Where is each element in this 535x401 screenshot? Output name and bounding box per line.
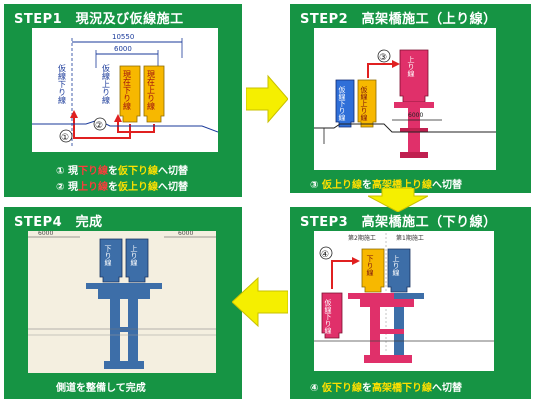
step3-panel: STEP3 高架橋施工（下り線） 第2期施工 第1期施工 下り線 上り線 仮線下… — [290, 207, 531, 399]
step3-caption-part: 仮下り線 — [321, 383, 362, 394]
step1-caption-1-part: 下り線 — [77, 166, 108, 177]
step2-label-temp-down: 仮線下り線 — [338, 85, 346, 121]
step1-marker-1: ① — [61, 133, 69, 143]
step2-caption-part: 仮上り線 — [321, 180, 362, 191]
step1-diagram: 10550 6000 仮線下り線 仮線上り線 現在下り線 現在上り線 ① ② — [32, 33, 219, 146]
step4-title: STEP4 完成 — [14, 215, 103, 230]
step4-label-up: 上り線 — [130, 244, 138, 266]
step3-label-temp-down: 仮線下り線 — [324, 298, 332, 334]
step2-label-up: 上り線 — [407, 55, 415, 77]
step1-caption-1: ① 現下り線を仮下り線へ切替 — [56, 162, 188, 177]
step1-caption-2-part: へ切替 — [157, 182, 188, 193]
step3-caption-4: ④ 仮下り線を高架橋下り線へ切替 — [310, 379, 462, 394]
step3-marker-4: ④ — [321, 250, 329, 260]
step2-diagram: 上り線 仮線下り線 仮線上り線 ③ 6000 — [314, 49, 496, 158]
arrow-right — [246, 74, 288, 124]
step2-marker-3: ③ — [379, 53, 387, 63]
step1-label-cur-down: 現在下り線 — [123, 70, 132, 110]
step3-drawing: 第2期施工 第1期施工 下り線 上り線 仮線下り線 ④ — [314, 231, 494, 371]
step3-caption-4-num: ④ — [310, 383, 319, 394]
step2-panel: STEP2 高架橋施工（上り線） 上り線 仮線下り線 仮線上り線 ③ 6000 — [290, 4, 531, 193]
step1-title: STEP1 現況及び仮線施工 — [14, 12, 184, 27]
step1-dim-10550: 10550 — [112, 33, 134, 41]
arrow-left — [232, 276, 288, 328]
step1-caption-2-part: 現 — [67, 182, 78, 193]
step2-caption-3-num: ③ — [310, 180, 319, 191]
step4-caption: 側道を整備して完成 — [56, 383, 146, 394]
step2-drawing: 上り線 仮線下り線 仮線上り線 ③ 6000 — [314, 28, 496, 170]
step1-caption-2-part: 上り線 — [77, 182, 108, 193]
step1-label-temp-down: 仮線下り線 — [58, 63, 67, 104]
step1-caption-2: ② 現上り線を仮上り線へ切替 — [56, 178, 188, 193]
step3-title: STEP3 高架橋施工（下り線） — [300, 215, 497, 230]
step1-caption-2-num: ② — [56, 182, 65, 193]
step1-caption-2-part: を — [107, 182, 118, 193]
step4-diagram: 6000 6000 下り線 上り線 — [28, 230, 216, 369]
step1-caption-1-num: ① — [56, 166, 65, 177]
step2-title: STEP2 高架橋施工（上り線） — [300, 12, 497, 27]
step1-caption-2-part: 仮上り線 — [117, 182, 158, 193]
step2-dim-6000: 6000 — [408, 112, 423, 119]
step3-label-down: 下り線 — [366, 255, 374, 276]
step4-drawing: 6000 6000 下り線 上り線 — [28, 230, 216, 373]
step1-caption-1-part: 仮下り線 — [117, 166, 158, 177]
step1-label-cur-up: 現在上り線 — [147, 70, 156, 110]
step3-header-phase1: 第1期施工 — [396, 234, 424, 242]
step3-caption-part: へ切替 — [431, 383, 462, 394]
step3-diagram: 第2期施工 第1期施工 下り線 上り線 仮線下り線 ④ — [314, 233, 494, 363]
step2-label-temp-up: 仮線上り線 — [360, 85, 368, 121]
step3-header-phase2: 第2期施工 — [348, 234, 376, 242]
step2-caption-part: を — [361, 180, 372, 191]
step1-dim-6000: 6000 — [114, 45, 132, 53]
step3-label-up: 上り線 — [392, 254, 400, 276]
step1-caption-1-part: を — [107, 166, 118, 177]
step3-caption-part: を — [361, 383, 372, 394]
step2-caption-part: へ切替 — [431, 180, 462, 191]
step4-panel: STEP4 完成 6000 6000 下り線 上り線 側道を整備して完成 — [4, 207, 242, 399]
step1-caption-1-part: へ切替 — [157, 166, 188, 177]
step1-marker-2: ② — [95, 121, 103, 131]
step4-dim-right: 6000 — [178, 231, 193, 237]
arrow-down — [368, 188, 428, 212]
step3-caption-part: 高架橋下り線 — [371, 383, 432, 394]
step4-label-down: 下り線 — [104, 245, 112, 266]
step2-caption-part: 高架橋上り線 — [371, 180, 432, 191]
step4-dim-left: 6000 — [38, 231, 53, 237]
step1-panel: STEP1 現況及び仮線施工 10550 6000 仮線下り線 仮線上り線 現在… — [4, 4, 242, 197]
step1-drawing: 10550 6000 仮線下り線 仮線上り線 現在下り線 現在上り線 ① ② — [32, 28, 219, 152]
step2-caption-3: ③ 仮上り線を高架橋上り線へ切替 — [310, 176, 462, 191]
step1-label-temp-up: 仮線上り線 — [102, 63, 111, 104]
step1-caption-1-part: 現 — [67, 166, 78, 177]
